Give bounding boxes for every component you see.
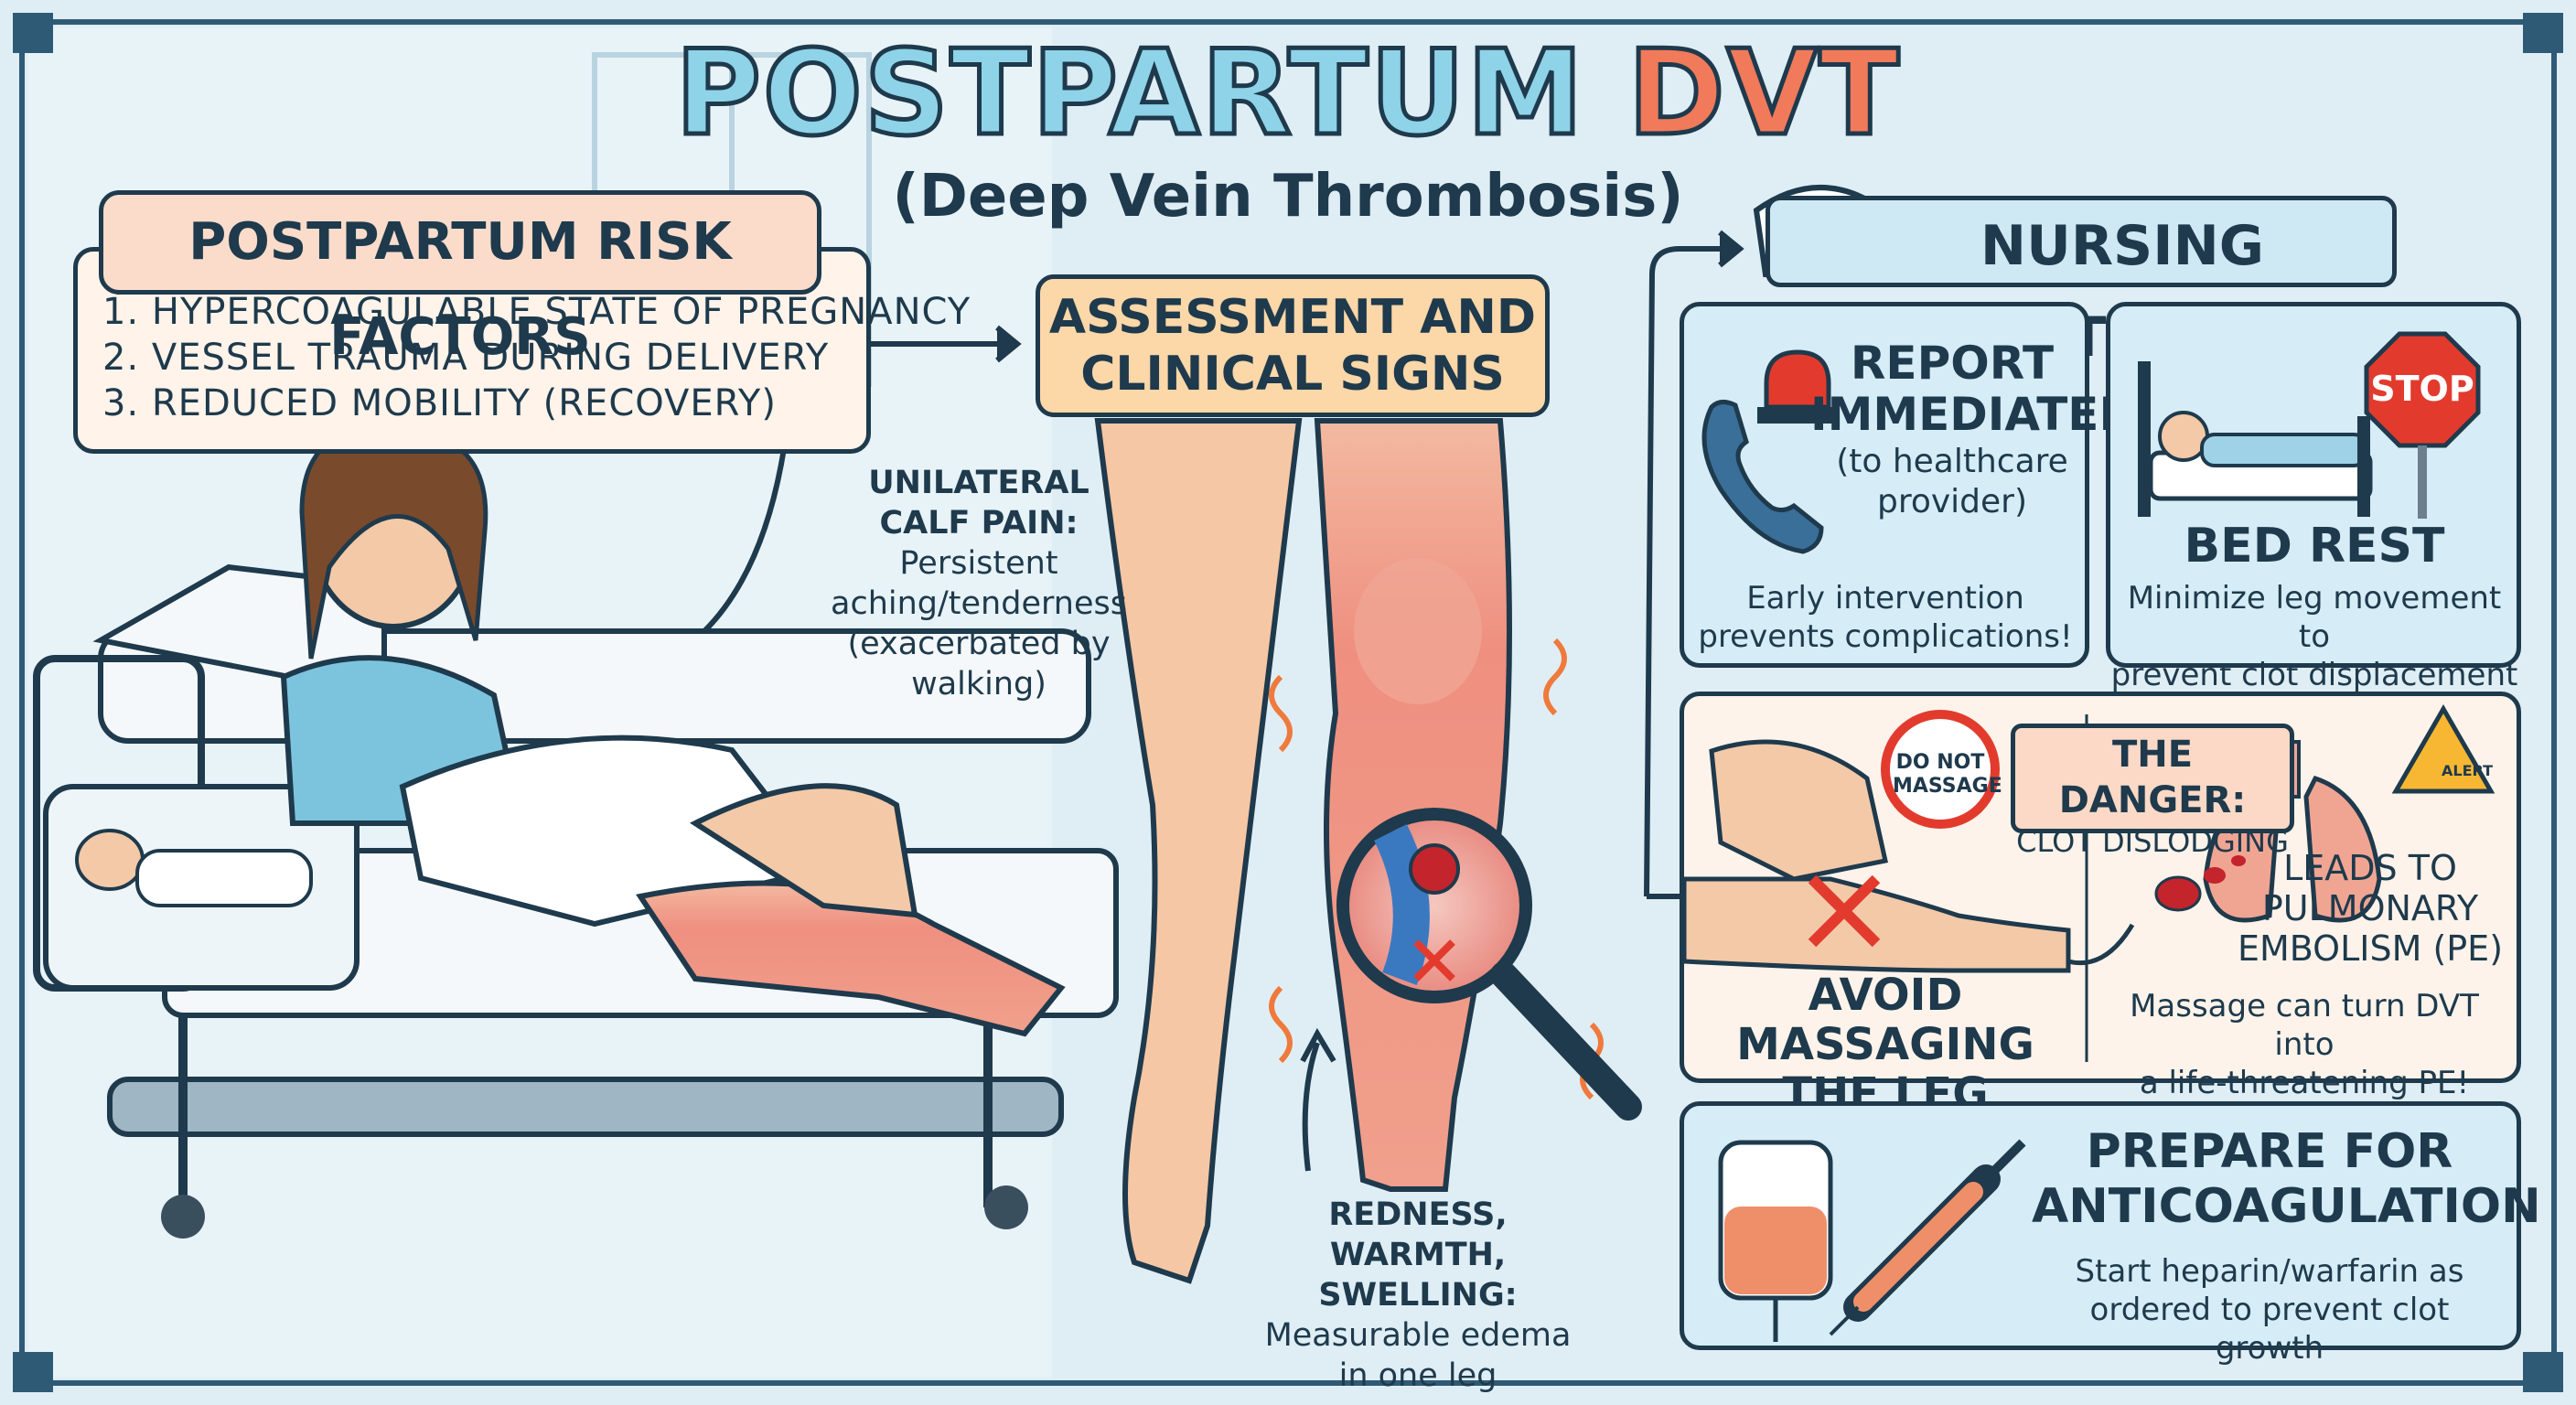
redness-sign: REDNESS, WARMTH, SWELLING: Measurable ed… <box>1244 1195 1592 1396</box>
calf-pain-sign: UNILATERAL CALF PAIN: Persistent aching/… <box>823 463 1134 704</box>
bed-rest-card: STOP BED REST Minimize leg movement to p… <box>2106 302 2521 693</box>
alert-label: ALERT <box>2441 762 2494 779</box>
calf-pain-title: CALF PAIN: <box>879 505 1079 542</box>
leads-to-text: LEADS TO <box>2283 848 2457 888</box>
nursing-actions-heading: NURSING ACTIONS <box>1766 196 2397 370</box>
report-title: REPORT <box>1850 337 2055 390</box>
title-part2: DVT <box>1626 24 1902 165</box>
danger-subtitle: CLOT DISLODGING <box>2016 824 2289 859</box>
no-massage-sign-line: DO NOT <box>1895 751 1985 774</box>
anticoag-title: ANTICOAGULATION <box>2032 1179 2541 1234</box>
report-card: REPORT IMMEDIATELY (to healthcare provid… <box>1680 302 2154 668</box>
bed-icon <box>2138 361 2373 517</box>
anticoag-text: Start heparin/warfarin as <box>2075 1253 2464 1290</box>
leg-icon <box>1684 876 2071 973</box>
page-title: POSTPARTUM DVT <box>0 24 2576 165</box>
redness-title: SWELLING: <box>1318 1277 1518 1314</box>
risk-item: 1. HYPERCOAGULABLE STATE OF PREGNANCY <box>102 291 971 333</box>
calf-pain-desc: (exacerbated by <box>847 626 1111 662</box>
bed-rest-text: prevent clot displacement <box>2110 657 2518 693</box>
risk-factors-heading: POSTPARTUM RISK FACTORS <box>99 190 821 367</box>
title-part1: POSTPARTUM <box>673 24 1586 165</box>
danger-title: THE DANGER: <box>2058 734 2247 821</box>
page-subtitle: (Deep Vein Thrombosis) <box>892 163 1684 231</box>
risk-item: 3. REDUCED MOBILITY (RECOVERY) <box>102 382 777 424</box>
x-mark-icon <box>1808 874 1881 948</box>
patient-illustration <box>280 426 1066 1037</box>
flow-arrows <box>702 230 1744 899</box>
assessment-heading-line1: ASSESSMENT AND <box>1048 290 1537 345</box>
anticoag-text: ordered to prevent clot growth <box>2089 1292 2450 1367</box>
leads-to-text: EMBOLISM (PE) <box>2237 928 2504 969</box>
redness-desc: in one leg <box>1338 1357 1497 1394</box>
report-subtitle: (to healthcare <box>1836 443 2068 480</box>
no-massage-sign-text: DO NOT MASSAGE <box>1893 751 2002 799</box>
massage-warning: Massage can turn DVT into <box>2130 988 2479 1063</box>
assessment-heading-line2: CLINICAL SIGNS <box>1080 347 1505 402</box>
massage-warning: a life-threatening PE! <box>2139 1065 2470 1101</box>
bassinet <box>43 784 360 991</box>
avoid-massage-card: DO NOT MASSAGE ALERT THE DANGER: CLOT DI… <box>1680 692 2521 1119</box>
frame-border <box>19 19 2557 1386</box>
risk-item: 2. VESSEL TRAUMA DURING DELIVERY <box>102 337 830 379</box>
avoid-massage-title: AVOID MASSAGING <box>1736 970 2034 1070</box>
calf-pain-desc: Persistent <box>899 545 1058 582</box>
corner-ornaments <box>13 13 2563 1392</box>
calf-pain-desc: walking) <box>911 666 1046 702</box>
stop-sign-text: STOP <box>2370 369 2474 409</box>
no-massage-sign-icon <box>1881 710 2000 829</box>
anticoag-art <box>1718 1139 2026 1342</box>
phone-icon <box>1701 400 1824 554</box>
report-card-art <box>1701 349 1838 554</box>
alert-icon <box>2391 704 2496 794</box>
report-text: Early intervention <box>1746 580 2024 617</box>
hand-icon <box>1709 739 1888 882</box>
report-title: IMMEDIATELY <box>1810 388 2154 441</box>
bed-rest-title: BED REST <box>2184 519 2445 574</box>
assessment-heading: ASSESSMENT AND CLINICAL SIGNS <box>1036 274 1550 417</box>
alarm-light-icon <box>1757 349 1838 424</box>
anticoagulation-card: PREPARE FOR ANTICOAGULATION Start hepari… <box>1680 1101 2541 1367</box>
danger-box: THE DANGER: CLOT DISLODGING <box>2011 724 2294 859</box>
leads-to-text: PULMONARY <box>2261 888 2479 928</box>
report-text: prevents complications! <box>1698 618 2073 655</box>
redness-title: REDNESS, WARMTH, <box>1328 1196 1508 1273</box>
syringe-icon <box>1829 1139 2026 1336</box>
redness-arrow <box>1302 1042 1320 1172</box>
bed-rest-art <box>2138 331 2481 519</box>
bed-rest-text: Minimize leg movement to <box>2127 580 2502 655</box>
report-subtitle: provider) <box>1876 483 2028 520</box>
no-massage-sign-line: MASSAGE <box>1893 775 2002 798</box>
calf-pain-title: UNILATERAL <box>868 465 1089 501</box>
stop-sign-icon <box>2364 331 2481 519</box>
anticoag-title: PREPARE FOR <box>2086 1124 2453 1179</box>
magnifier-icon <box>1336 808 1642 1121</box>
calf-pain-desc: aching/tenderness <box>831 585 1127 622</box>
clot-icon <box>2154 855 2246 912</box>
redness-desc: Measurable edema <box>1264 1317 1572 1354</box>
iv-bag-icon <box>1718 1140 1833 1342</box>
